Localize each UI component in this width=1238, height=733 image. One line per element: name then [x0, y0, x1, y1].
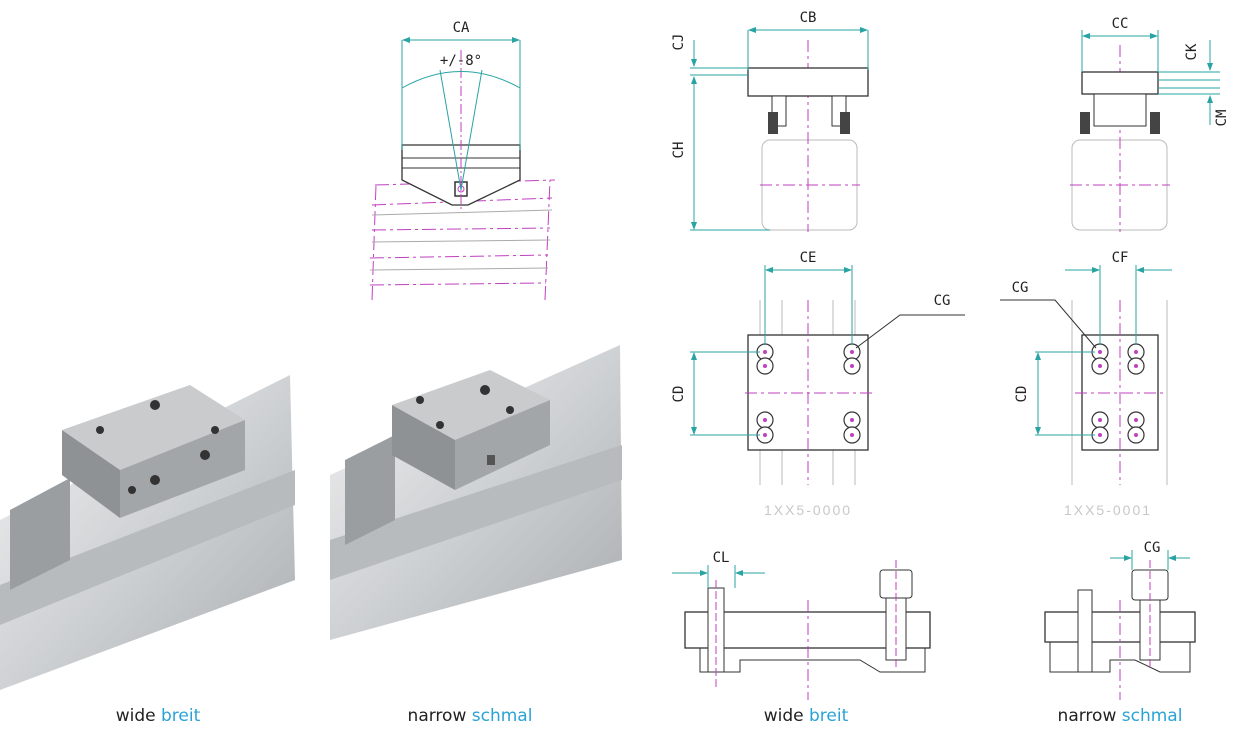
caption-en: narrow — [407, 706, 467, 726]
label-cj: CJ — [671, 34, 687, 51]
drawing-wide-section — [672, 560, 931, 700]
drawing-tilt-view — [369, 37, 556, 301]
drawing-wide-side-view — [690, 27, 869, 232]
label-cf: CF — [1112, 250, 1129, 266]
label-tilt-angle: +/-8° — [440, 53, 482, 69]
label-cm: CM — [1214, 110, 1230, 127]
caption-de: breit — [161, 706, 201, 726]
caption-wide-photo: wide breit — [116, 706, 201, 726]
label-cc: CC — [1112, 16, 1129, 32]
caption-de: breit — [809, 706, 849, 726]
photo-narrow-carriage — [330, 345, 622, 640]
label-cg-narrow-section: CG — [1144, 540, 1161, 556]
label-cg-wide: CG — [934, 293, 951, 309]
label-ce: CE — [800, 250, 817, 266]
drawing-narrow-top-view — [1000, 265, 1172, 485]
label-cb: CB — [800, 10, 817, 26]
caption-narrow-photo: narrow schmal — [408, 706, 533, 726]
drawing-wide-top-view — [690, 265, 965, 485]
caption-de: schmal — [471, 706, 533, 726]
label-cd-wide: CD — [671, 386, 687, 403]
photo-wide-carriage — [0, 375, 295, 690]
caption-narrow-drawing: narrow schmal — [1058, 706, 1183, 726]
caption-en: wide — [763, 706, 804, 726]
label-cd-narrow: CD — [1014, 386, 1030, 403]
drawing-narrow-side-view — [1070, 30, 1220, 232]
label-cl: CL — [713, 550, 730, 566]
part-number-wide: 1XX5-0000 — [764, 502, 852, 518]
part-number-narrow: 1XX5-0001 — [1064, 502, 1152, 518]
drawing-narrow-section — [1044, 550, 1196, 700]
label-ck: CK — [1184, 43, 1200, 60]
caption-en: wide — [115, 706, 156, 726]
caption-wide-drawing: wide breit — [764, 706, 849, 726]
label-ch: CH — [671, 142, 687, 159]
caption-de: schmal — [1121, 706, 1183, 726]
label-ca: CA — [453, 20, 470, 36]
label-cg-narrow-top: CG — [1012, 280, 1029, 296]
caption-en: narrow — [1057, 706, 1117, 726]
